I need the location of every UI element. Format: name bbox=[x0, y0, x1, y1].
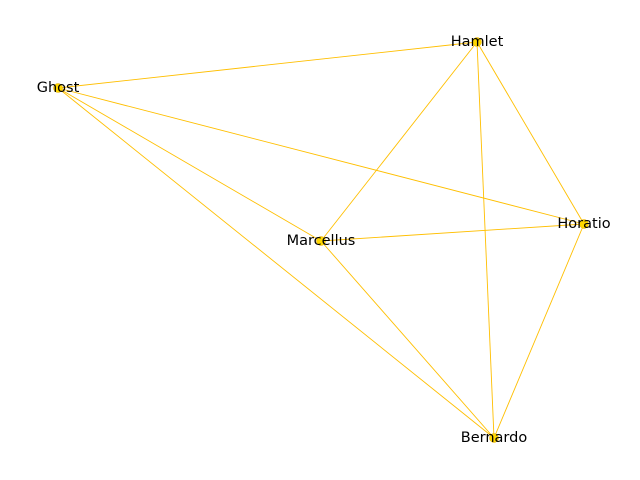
graph-edges bbox=[57, 41, 585, 439]
node-horatio bbox=[579, 219, 589, 229]
node-label-hamlet: Hamlet bbox=[451, 34, 504, 50]
node-ghost bbox=[53, 83, 63, 93]
node-label-horatio: Horatio bbox=[557, 216, 610, 232]
edge-ghost-bernardo bbox=[57, 87, 495, 439]
edge-ghost-marcellus bbox=[57, 87, 322, 242]
node-label-marcellus: Marcellus bbox=[287, 233, 356, 249]
node-hamlet bbox=[472, 37, 482, 47]
node-label-ghost: Ghost bbox=[37, 80, 80, 96]
node-label-bernardo: Bernardo bbox=[461, 430, 528, 446]
edge-marcellus-horatio bbox=[320, 223, 585, 242]
edge-hamlet-bernardo bbox=[476, 41, 495, 439]
edge-horatio-bernardo bbox=[493, 223, 585, 439]
edge-marcellus-bernardo bbox=[320, 240, 495, 439]
edge-hamlet-marcellus bbox=[320, 41, 478, 242]
node-marcellus bbox=[316, 236, 326, 246]
edge-hamlet-horatio bbox=[476, 41, 585, 225]
edge-ghost-horatio bbox=[57, 87, 585, 225]
node-bernardo bbox=[489, 433, 499, 443]
edge-ghost-hamlet bbox=[57, 41, 478, 89]
graph-nodes bbox=[53, 37, 589, 443]
